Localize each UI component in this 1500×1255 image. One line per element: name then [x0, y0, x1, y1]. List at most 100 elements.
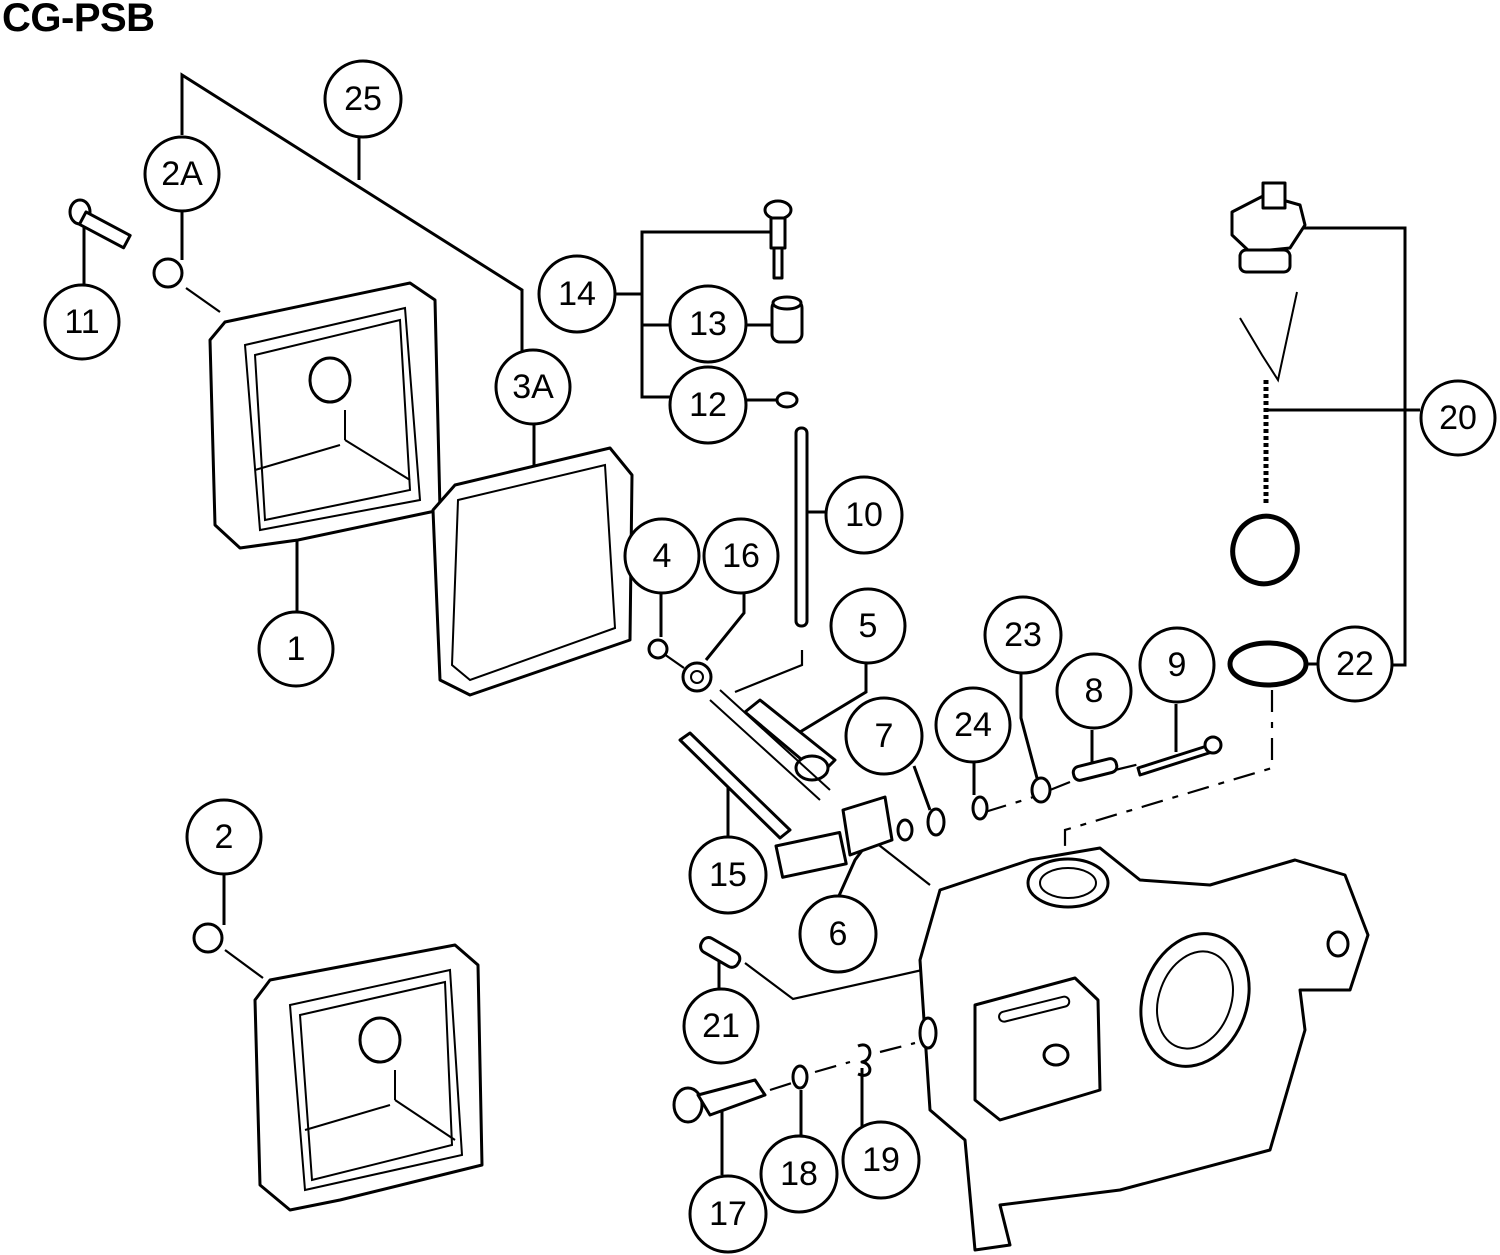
- callout-17: 17: [688, 1174, 768, 1254]
- callout-9: 9: [1138, 626, 1216, 704]
- part-oring-18: [791, 1064, 809, 1090]
- svg-text:4: 4: [653, 537, 672, 575]
- part-housing: [918, 846, 1370, 1252]
- part-pin-9: [1136, 735, 1223, 777]
- leader-21-housing: [744, 962, 941, 1001]
- callout-19: 19: [841, 1120, 921, 1200]
- part-bearing-16: [681, 661, 713, 693]
- dash-18-19: [814, 1060, 851, 1074]
- svg-text:21: 21: [702, 1007, 740, 1045]
- callout-16: 16: [702, 517, 780, 595]
- svg-text:19: 19: [862, 1141, 900, 1179]
- part-washer-12: [775, 391, 799, 409]
- leader-assembly-25: [180, 72, 524, 355]
- callout-24: 24: [934, 686, 1012, 764]
- part-rod: [709, 689, 831, 801]
- part-screw-17: [672, 1078, 767, 1124]
- svg-text:18: 18: [780, 1155, 818, 1193]
- part-cover-2: [253, 943, 484, 1212]
- part-oring-24: [971, 795, 989, 821]
- dash-8-9: [1114, 762, 1141, 772]
- callout-2a: 2A: [143, 135, 221, 213]
- leader-16: [704, 593, 746, 661]
- part-oring-22: [1227, 640, 1309, 688]
- svg-text:13: 13: [689, 305, 727, 343]
- svg-text:2A: 2A: [161, 155, 203, 193]
- dash-22-housing: [1063, 690, 1274, 860]
- svg-text:1: 1: [287, 630, 306, 668]
- part-cap-20: [1230, 181, 1307, 587]
- svg-text:23: 23: [1004, 616, 1042, 654]
- svg-text:22: 22: [1336, 645, 1374, 683]
- svg-text:12: 12: [689, 386, 727, 424]
- callout-22: 22: [1316, 625, 1394, 703]
- svg-text:14: 14: [558, 275, 596, 313]
- svg-text:9: 9: [1168, 646, 1187, 684]
- svg-text:24: 24: [954, 706, 992, 744]
- callout-21: 21: [682, 987, 760, 1065]
- leader-2-part: [224, 949, 264, 979]
- part-nut-2: [192, 922, 224, 954]
- callout-3a: 3A: [494, 348, 572, 426]
- dash-17-18: [769, 1080, 796, 1092]
- svg-text:5: 5: [859, 607, 878, 645]
- callout-1: 1: [257, 610, 335, 688]
- part-fitting-21: [699, 936, 742, 969]
- part-ball-4: [647, 638, 669, 660]
- leader-5: [794, 659, 868, 737]
- svg-text:15: 15: [709, 856, 747, 894]
- svg-text:11: 11: [64, 303, 99, 341]
- callout-6: 6: [798, 894, 878, 974]
- leader-14-bracket: [640, 230, 771, 399]
- callout-10: 10: [824, 475, 904, 555]
- part-tube-10: [794, 426, 809, 628]
- dash-19-housing: [879, 1041, 916, 1054]
- callout-7: 7: [844, 696, 924, 776]
- part-spring-8: [1071, 757, 1119, 782]
- part-valve-14: [763, 199, 793, 280]
- leader-10-part: [734, 650, 804, 694]
- callout-15: 15: [688, 835, 768, 915]
- svg-text:7: 7: [875, 717, 894, 755]
- part-nut-2a: [152, 257, 184, 289]
- diagram-title: CG-PSB: [2, 0, 155, 40]
- callout-23: 23: [983, 595, 1063, 675]
- part-shaft-5: [743, 698, 837, 782]
- callout-20: 20: [1419, 379, 1497, 457]
- leader-7: [912, 765, 932, 811]
- svg-text:10: 10: [845, 496, 883, 534]
- callout-5: 5: [829, 587, 907, 665]
- svg-text:16: 16: [722, 537, 760, 575]
- svg-text:25: 25: [344, 80, 382, 118]
- svg-text:17: 17: [709, 1195, 747, 1233]
- callout-14: 14: [537, 254, 617, 334]
- part-block-6: [774, 795, 914, 879]
- svg-text:8: 8: [1085, 672, 1104, 710]
- leader-20-bracket: [1300, 226, 1407, 667]
- callout-4: 4: [623, 517, 701, 595]
- callout-8: 8: [1055, 652, 1133, 730]
- svg-text:2: 2: [215, 818, 234, 856]
- part-filter-13: [770, 295, 804, 344]
- part-pin-15: [678, 731, 792, 840]
- parts: [68, 181, 1370, 1252]
- callout-25: 25: [323, 59, 403, 139]
- part-clip-19: [857, 1043, 872, 1077]
- leader-23: [1019, 673, 1039, 779]
- callout-13: 13: [668, 284, 748, 364]
- part-washer-23: [1030, 776, 1052, 804]
- leader-4-16: [663, 653, 685, 669]
- svg-text:6: 6: [829, 915, 848, 953]
- callout-2: 2: [185, 798, 263, 876]
- callout-18: 18: [759, 1134, 839, 1214]
- part-gasket-3a: [431, 446, 634, 697]
- callout-12: 12: [668, 365, 748, 445]
- part-cover-1: [208, 281, 442, 550]
- dash-23-8: [1049, 780, 1071, 792]
- callouts: 25 2A 11 1 3A 14 13 12 10 4 16 5 7 24 23…: [43, 59, 1497, 1254]
- dash-24-23: [984, 793, 1041, 814]
- callout-11: 11: [43, 283, 121, 361]
- svg-text:3A: 3A: [512, 368, 554, 406]
- part-bolt-11: [68, 198, 132, 250]
